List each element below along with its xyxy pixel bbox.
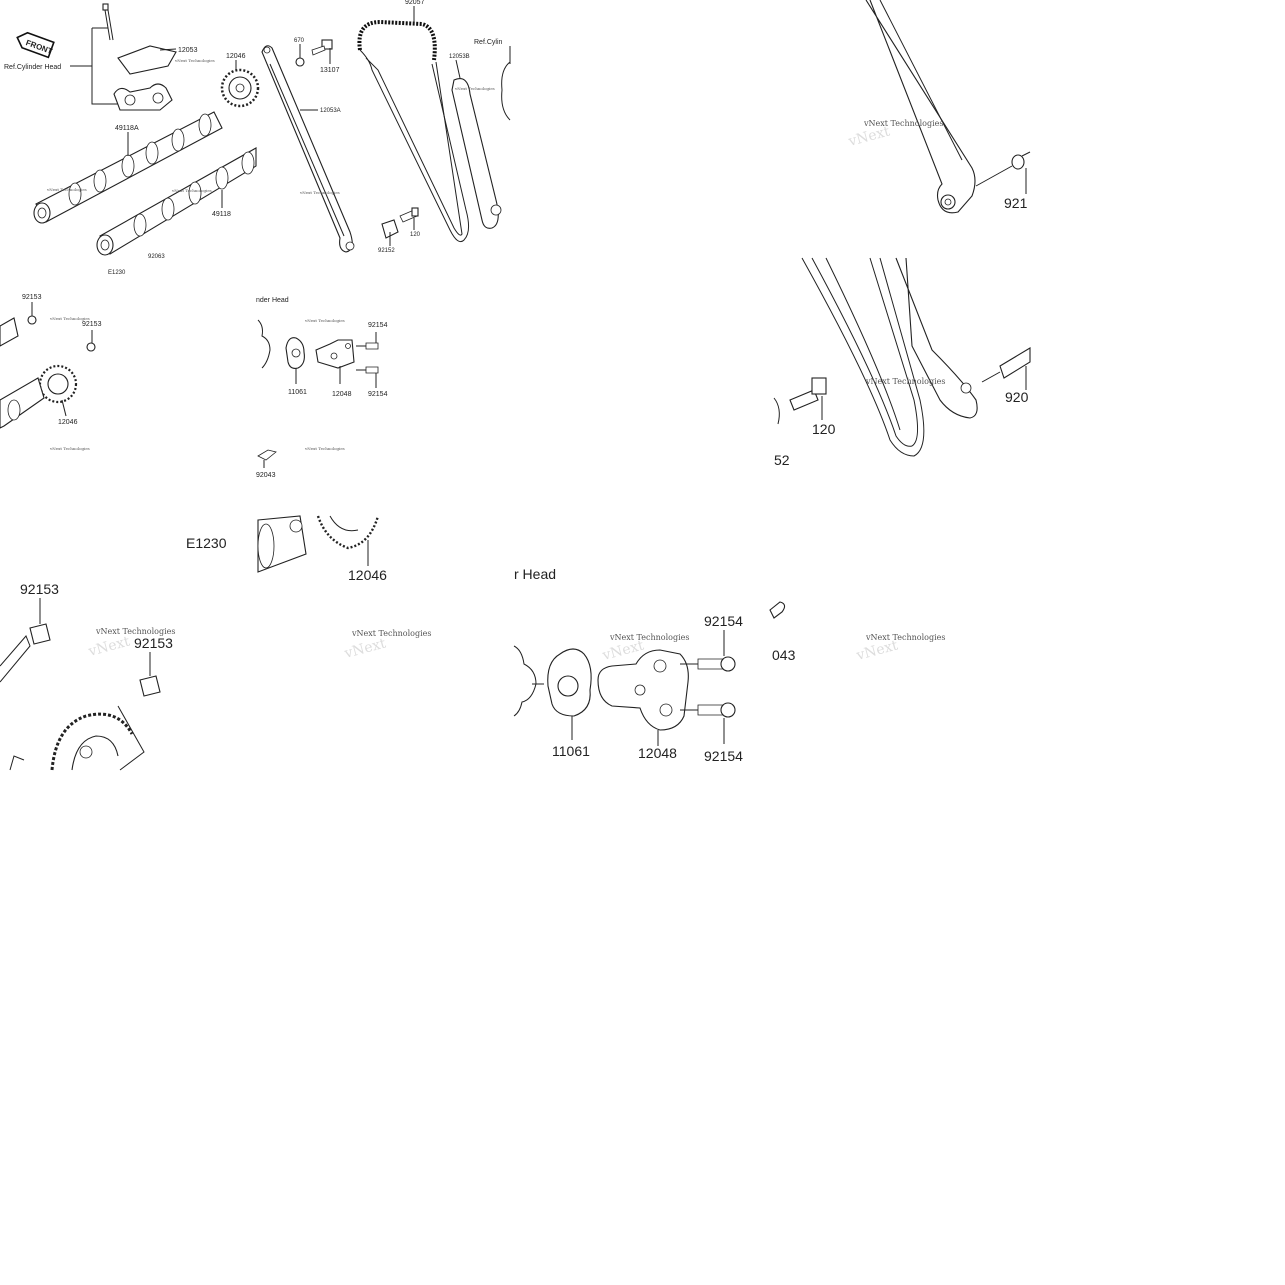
label-92153-a: 92153: [22, 294, 42, 301]
label-670: 670: [294, 38, 305, 44]
label-E1230-small: E1230: [108, 270, 126, 276]
exhaust-camshaft-part: [96, 147, 257, 256]
label-11061-small: 11061: [288, 389, 307, 396]
intake-camshaft-part: [33, 111, 223, 224]
watermark-text: vNext Technologies: [454, 86, 495, 91]
label-92153-large-b: 92153: [134, 635, 173, 651]
label-92154-large-a: 92154: [704, 613, 743, 629]
tensioner-part: [315, 339, 355, 369]
label-920: 920: [1005, 389, 1029, 405]
svg-text:vNext: vNext: [86, 633, 132, 660]
label-52: 52: [774, 452, 790, 468]
watermark-text: vNext Technologies: [49, 446, 90, 451]
watermark-text: vNext Technologies: [304, 318, 345, 323]
label-92154-a-small: 92154: [368, 322, 388, 329]
crop-guide-bottom: 921 vNext Technologies vNext: [846, 0, 1031, 214]
crop-e1230: E1230: [186, 535, 227, 551]
crop-tensioner-large: r Head 11061 12048 92154 92154 vNext Tec…: [513, 566, 743, 764]
watermark-text: vNext Technologies: [171, 188, 212, 193]
cap-bolt: [102, 3, 114, 41]
front-arrow-icon: FRONT: [16, 31, 55, 59]
crop-92043: 043 vNext Technologies vNext: [769, 601, 945, 664]
label-92154-large-b: 92154: [704, 748, 743, 764]
watermark-text: vNext Technologies: [174, 58, 215, 63]
label-49118A: 49118A: [115, 125, 139, 132]
label-12053A: 12053A: [320, 108, 341, 114]
crop-chain-guide: 920 120 52 vNext Technologies: [773, 257, 1031, 468]
ref-cylinder-trunc-label: Ref.Cylin: [474, 39, 503, 46]
label-12048-large: 12048: [638, 745, 677, 761]
watermark-text: vNext Technologies: [95, 627, 175, 636]
svg-text:vNext: vNext: [342, 635, 388, 662]
label-12053B: 12053B: [449, 54, 470, 60]
label-12053: 12053: [178, 47, 198, 54]
timing-chain-part: [357, 19, 470, 243]
pivot-bolt-part: [381, 219, 399, 239]
label-11061-large: 11061: [552, 743, 590, 759]
label-92154-b-small: 92154: [368, 391, 388, 398]
camshaft-cap-part: [113, 45, 177, 111]
tensioner-detail-panel: nder Head 11061 12048 92154 92154 vNext …: [256, 297, 388, 479]
watermark-text: vNext Technologies: [299, 190, 340, 195]
watermark-text: vNext Technologies: [609, 633, 689, 642]
label-12046-b: 12046: [58, 419, 78, 426]
label-49118: 49118: [212, 211, 231, 218]
watermark-text: vNext Technologies: [351, 629, 431, 638]
watermark-text: vNext Technologies: [49, 316, 90, 321]
label-12046-large: 12046: [348, 567, 387, 583]
label-921: 921: [1004, 195, 1028, 211]
watermark-text: vNext Technologies: [304, 446, 345, 451]
guide-bolt-part: [399, 207, 419, 223]
label-13107: 13107: [320, 67, 340, 74]
watermark-text: vNext Technologies: [865, 377, 945, 386]
label-92152: 92152: [378, 248, 395, 254]
head-crop-large-label: r Head: [514, 566, 556, 582]
chain-guide-part: [261, 45, 355, 253]
label-E1230-large: E1230: [186, 535, 227, 551]
label-120-large: 120: [812, 421, 836, 437]
watermark-text: vNext Technologies: [863, 119, 943, 128]
crop-sprocket-bolts: 92153 92153 vNext Technologies vNext: [0, 581, 175, 771]
tensioner-guide-part: [451, 78, 502, 229]
label-12046-top: 12046: [226, 53, 246, 60]
head-crop-small-label: nder Head: [256, 297, 289, 304]
label-043: 043: [772, 647, 796, 663]
label-120: 120: [410, 232, 421, 238]
label-92043: 92043: [256, 472, 276, 479]
washer-part: [295, 57, 305, 67]
label-92153-large-a: 92153: [20, 581, 59, 597]
watermark-text: vNext Technologies: [46, 187, 87, 192]
tensioner-part: [597, 649, 689, 731]
label-92057: 92057: [405, 0, 425, 6]
label-12048-small: 12048: [332, 391, 352, 398]
camshaft-sprocket-part: [220, 68, 260, 108]
watermark-text: vNext Technologies: [865, 633, 945, 642]
overview-panel: FRONT Ref.Cylinder Head 12053 vNext Tech…: [4, 0, 511, 276]
label-92063: 92063: [148, 254, 165, 260]
bolt-part: [311, 39, 333, 56]
label-92153-b: 92153: [82, 321, 102, 328]
crop-camshaft-sprocket: 12046: [257, 515, 387, 583]
bolt-part: [789, 377, 827, 411]
ref-cylinder-head-label: Ref.Cylinder Head: [4, 64, 61, 71]
sprocket-detail-panel: 92153 92153 12046 vNext Technologies vNe…: [0, 294, 102, 451]
crop-watermark-center: vNext Technologies vNext: [342, 629, 432, 662]
